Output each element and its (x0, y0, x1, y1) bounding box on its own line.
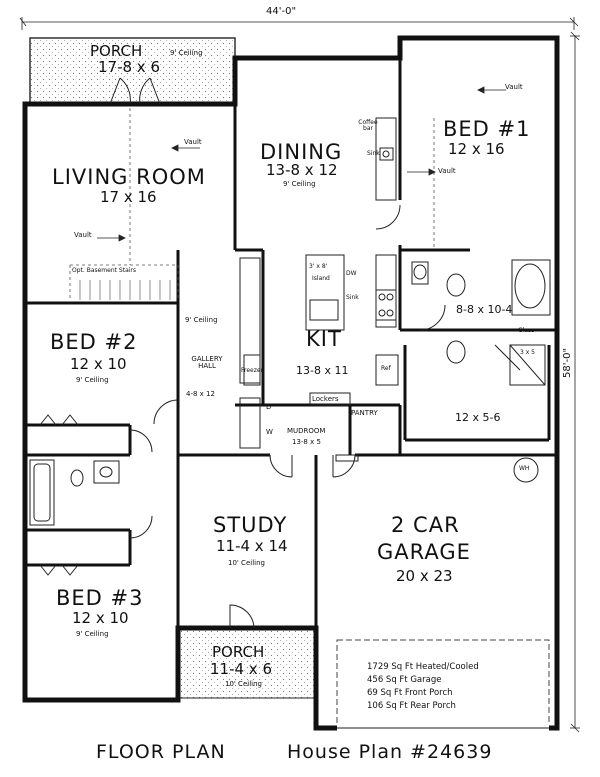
dimension-lines (19, 17, 580, 733)
stat-front-porch: 69 Sq Ft Front Porch (367, 688, 453, 698)
island-sink-label: Sink (346, 294, 359, 301)
basement-stairs-label: Opt. Basement Stairs (72, 267, 137, 274)
bed2-size: 12 x 10 (70, 355, 127, 373)
rear-porch-title: PORCH (90, 42, 143, 60)
living-room-title: LIVING ROOM (52, 165, 206, 189)
vault-arrows (97, 86, 506, 242)
fridge-label: Ref (381, 365, 391, 372)
study-title: STUDY (213, 513, 288, 537)
garage-title-line2: GARAGE (377, 540, 471, 564)
front-porch-size: 11-4 x 6 (210, 660, 272, 678)
living-vault-label-2: Vault (74, 231, 92, 239)
overall-depth-label: 58'-0" (562, 347, 573, 378)
dishwasher-label: DW (346, 270, 357, 277)
basement-stairs (79, 280, 171, 300)
dashed-lines (69, 108, 435, 300)
stat-garage: 456 Sq Ft Garage (367, 675, 442, 685)
closet1-size: 12 x 5-6 (455, 411, 501, 424)
rear-porch-size: 17-8 x 6 (98, 58, 160, 76)
dryer-label: D (266, 403, 272, 411)
kitchen-title: KIT (306, 327, 342, 351)
front-porch-title: PORCH (212, 643, 265, 661)
kitchen-counters (239, 117, 399, 449)
water-heater-label: WH (519, 465, 530, 472)
dining-title: DINING (260, 140, 343, 164)
interior-walls (25, 58, 557, 628)
bed1-vault-label-1: Vault (505, 83, 523, 91)
washer-label: W (266, 428, 273, 436)
bed2-ceiling: 9' Ceiling (76, 376, 109, 384)
square-footage-list: 1729 Sq Ft Heated/Cooled 456 Sq Ft Garag… (367, 661, 479, 713)
garage-size: 20 x 23 (396, 567, 453, 585)
bath-fixtures (29, 259, 551, 526)
lockers-label: Lockers (312, 395, 339, 403)
garage-title-line1: 2 CAR (391, 513, 460, 537)
freezer-label: Freezer (241, 367, 264, 374)
island-label: Island (312, 275, 330, 282)
study-size: 11-4 x 14 (216, 537, 288, 555)
bed1-title: BED #1 (443, 117, 531, 141)
bath1-size: 8-8 x 10-4 (456, 303, 513, 316)
overall-width-label: 44'-0" (266, 6, 297, 17)
kitchen-size: 13-8 x 11 (296, 364, 349, 377)
stat-heated: 1729 Sq Ft Heated/Cooled (367, 662, 479, 672)
shower-size: 3 x 5 (520, 349, 535, 356)
dining-ceiling: 9' Ceiling (283, 180, 316, 188)
bed3-ceiling: 9' Ceiling (76, 630, 109, 638)
living-room-size: 17 x 16 (100, 188, 157, 206)
bed3-size: 12 x 10 (72, 609, 129, 627)
gallery-ceiling: 9' Ceiling (185, 316, 218, 324)
coffee-sink-label: Sink (367, 150, 380, 157)
dining-size: 13-8 x 12 (266, 161, 338, 179)
bed1-size: 12 x 16 (448, 140, 505, 158)
exterior-walls (22, 35, 560, 731)
garage-door-zone (336, 639, 550, 727)
study-ceiling: 10' Ceiling (228, 559, 265, 567)
front-porch-slab (177, 627, 315, 699)
coffee-bar-label: Coffee bar (358, 119, 378, 133)
bed3-title: BED #3 (56, 586, 144, 610)
bed1-vault-label-2: Vault (438, 167, 456, 175)
house-plan-number: House Plan #24639 (287, 741, 493, 763)
rear-porch-ceiling: 9' Ceiling (170, 49, 203, 57)
stat-rear-porch: 106 Sq Ft Rear Porch (367, 701, 456, 711)
front-porch-ceiling: 10' Ceiling (225, 680, 262, 688)
mudroom-title: MUDROOM (287, 427, 326, 435)
gallery-title: GALLERY HALL (191, 355, 223, 371)
shower-glass-label: Glass (518, 327, 535, 334)
doors (39, 77, 521, 629)
pantry-title: PANTRY (351, 409, 378, 417)
living-vault-label-1: Vault (184, 138, 202, 146)
floor-plan-caption: FLOOR PLAN (96, 741, 226, 763)
bed2-title: BED #2 (50, 330, 138, 354)
mudroom-size: 13-8 x 5 (292, 438, 321, 446)
gallery-size: 4-8 x 12 (186, 390, 215, 398)
island-size: 3' x 8' (309, 263, 328, 270)
